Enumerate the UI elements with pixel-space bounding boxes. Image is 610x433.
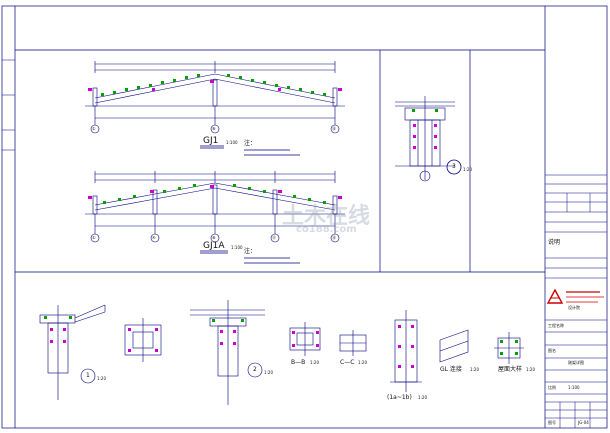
detail-3-scale: 1:20 (463, 167, 472, 172)
sheet-border (1, 5, 608, 429)
detail-1-green (44, 316, 72, 319)
detail-1-drawing (39, 304, 106, 400)
frame-gj1a-axis-bubbles (90, 233, 340, 243)
plate-plan-1 (124, 318, 162, 362)
title-block-drawing-label: 图名 (548, 348, 556, 353)
watermark-domain: co188.com (296, 224, 357, 235)
detail-3-bolts (413, 124, 437, 149)
detail-2-bolts (220, 330, 236, 345)
title-block-drawing-name: 刚架详图 (568, 360, 584, 365)
company-logo (546, 288, 604, 304)
detail-scale: 1:20 (470, 367, 479, 372)
roof-detail-marks (500, 340, 518, 355)
title-block-drawing-no-label: 图号 (548, 420, 556, 425)
frame-gj1a-connection-marks (88, 185, 342, 199)
detail-scale: 1:20 (358, 360, 367, 365)
plate-plan-1-bolts (128, 328, 158, 352)
detail-3-number: 3 (452, 163, 456, 170)
watermark-brand: 土木在线 (282, 204, 371, 229)
detail-3-green-marks (412, 109, 438, 112)
frame-gj1-note-title: 注： (244, 140, 257, 147)
title-block-company: 设计院 (568, 305, 580, 310)
frame-gj1a-title: GJ1A (203, 241, 225, 251)
frame-gj1a-purlins (103, 184, 326, 204)
gj1-axis-label: ⑧ (212, 126, 216, 131)
detail-label: GL 连接 (440, 366, 462, 373)
roof-detail-drawing (494, 332, 524, 364)
frame-gj1-elevation (85, 61, 345, 125)
left-margin-strip (2, 59, 15, 151)
frame-gj1-axis-bubbles (90, 124, 340, 134)
frame-gj1a-scale: 1:100 (231, 245, 243, 250)
gj1a-axis-label: ⑮ (332, 235, 336, 240)
title-block-drawing-no: JG-04 (578, 420, 589, 425)
detail-scale: 1:20 (526, 367, 535, 372)
frame-gj1-connection-marks (88, 80, 342, 91)
detail-label: 屋面大样 (498, 366, 523, 373)
frame-gj1-scale: 1:100 (226, 140, 238, 145)
title-block-scale-label: 比例 (548, 385, 556, 390)
detail-label: 2 (253, 366, 257, 373)
frame-gj1a-note-title: 注： (244, 248, 257, 255)
title-block-note-label: 说明 (548, 239, 561, 246)
view-title-underlines (200, 145, 300, 264)
detail-scale: 1:20 (97, 376, 106, 381)
gj1a-axis-label: ⑪ (272, 235, 276, 240)
detail-label: (1a~1b) (387, 394, 412, 401)
gl-connection-drawing (439, 329, 469, 363)
detail-3-index-circle (446, 159, 462, 175)
gj1-axis-label: ⑮ (332, 126, 336, 131)
detail-2-drawing (190, 300, 265, 405)
detail-scale: 1:20 (418, 395, 427, 400)
title-block (545, 174, 607, 428)
gj1a-axis-label: ⑧ (212, 235, 216, 240)
title-block-scale-value: 1:100 (568, 385, 580, 390)
gj1-axis-label: ① (92, 126, 96, 131)
section-cc-drawing (339, 330, 367, 356)
detail-scale: 1:20 (310, 360, 319, 365)
detail-3-drawing (395, 96, 455, 182)
detail-label: 1 (86, 372, 90, 379)
gj1a-axis-label: ① (92, 235, 96, 240)
detail-2-green (212, 319, 244, 322)
base-plate-bolts (398, 325, 414, 368)
frame-gj1-title: GJ1 (203, 136, 219, 146)
gj1a-axis-label: ④ (152, 235, 156, 240)
detail-label: B—B (291, 359, 306, 366)
frame-gj1-purlins (101, 74, 326, 96)
base-plate-drawing (390, 310, 422, 392)
detail-1-bolts (50, 328, 66, 343)
section-bb-bolts (292, 331, 319, 347)
section-bb-drawing (289, 322, 321, 356)
title-block-project-label: 工程名称 (548, 323, 564, 328)
detail-label: C—C (340, 359, 355, 366)
detail-scale: 1:20 (264, 370, 273, 375)
